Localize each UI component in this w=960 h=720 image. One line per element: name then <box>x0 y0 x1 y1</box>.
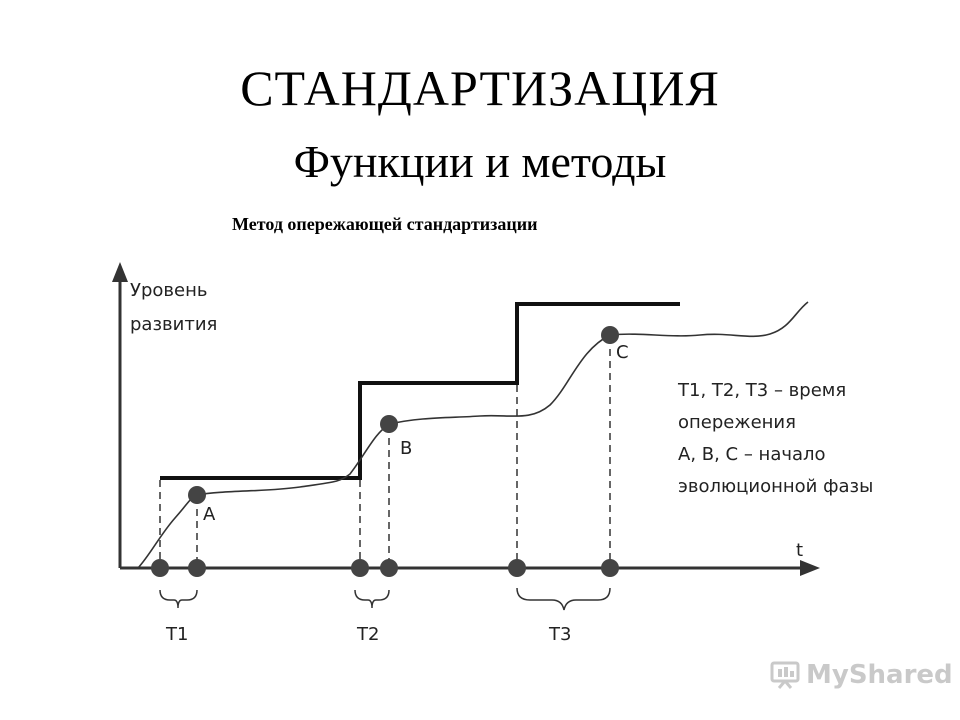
point-a-label: A <box>203 504 216 525</box>
point-c-label: C <box>616 342 629 363</box>
point-a-marker <box>188 486 206 504</box>
page-title: СТАНДАРТИЗАЦИЯ <box>240 60 720 116</box>
interval-t2-label: T2 <box>356 624 379 645</box>
dashed-guides <box>159 337 611 566</box>
legend-line-3: А, В, С – начало <box>678 444 826 465</box>
legend-line-1: Т1, Т2, Т3 – время <box>677 380 846 401</box>
legend-line-4: эволюционной фазы <box>678 476 873 497</box>
brace-t1 <box>159 589 198 609</box>
presentation-icon <box>770 661 800 689</box>
point-b-marker <box>380 415 398 433</box>
standard-level-line <box>160 302 680 480</box>
y-axis-label-line1: Уровень <box>130 280 207 301</box>
page-subtitle: Функции и методы <box>293 136 667 187</box>
brace-t2 <box>354 589 390 609</box>
interval-t3-label: T3 <box>548 624 571 645</box>
diagram-caption: Метод опережающей стандартизации <box>232 214 538 234</box>
x-axis-arrow <box>800 560 820 576</box>
y-axis-arrow <box>112 262 128 282</box>
watermark-text: MyShared <box>806 660 953 690</box>
axis-markers <box>151 559 619 577</box>
watermark-logo: MyShared <box>770 655 953 695</box>
point-b-label: B <box>400 438 412 459</box>
brace-t3 <box>516 587 611 611</box>
point-c-marker <box>601 326 619 344</box>
y-axis-label-line2: развития <box>130 314 217 335</box>
legend-line-2: опережения <box>678 412 796 433</box>
development-curve <box>137 301 809 569</box>
interval-t1-label: T1 <box>165 624 188 645</box>
x-axis-label: t <box>796 540 803 561</box>
